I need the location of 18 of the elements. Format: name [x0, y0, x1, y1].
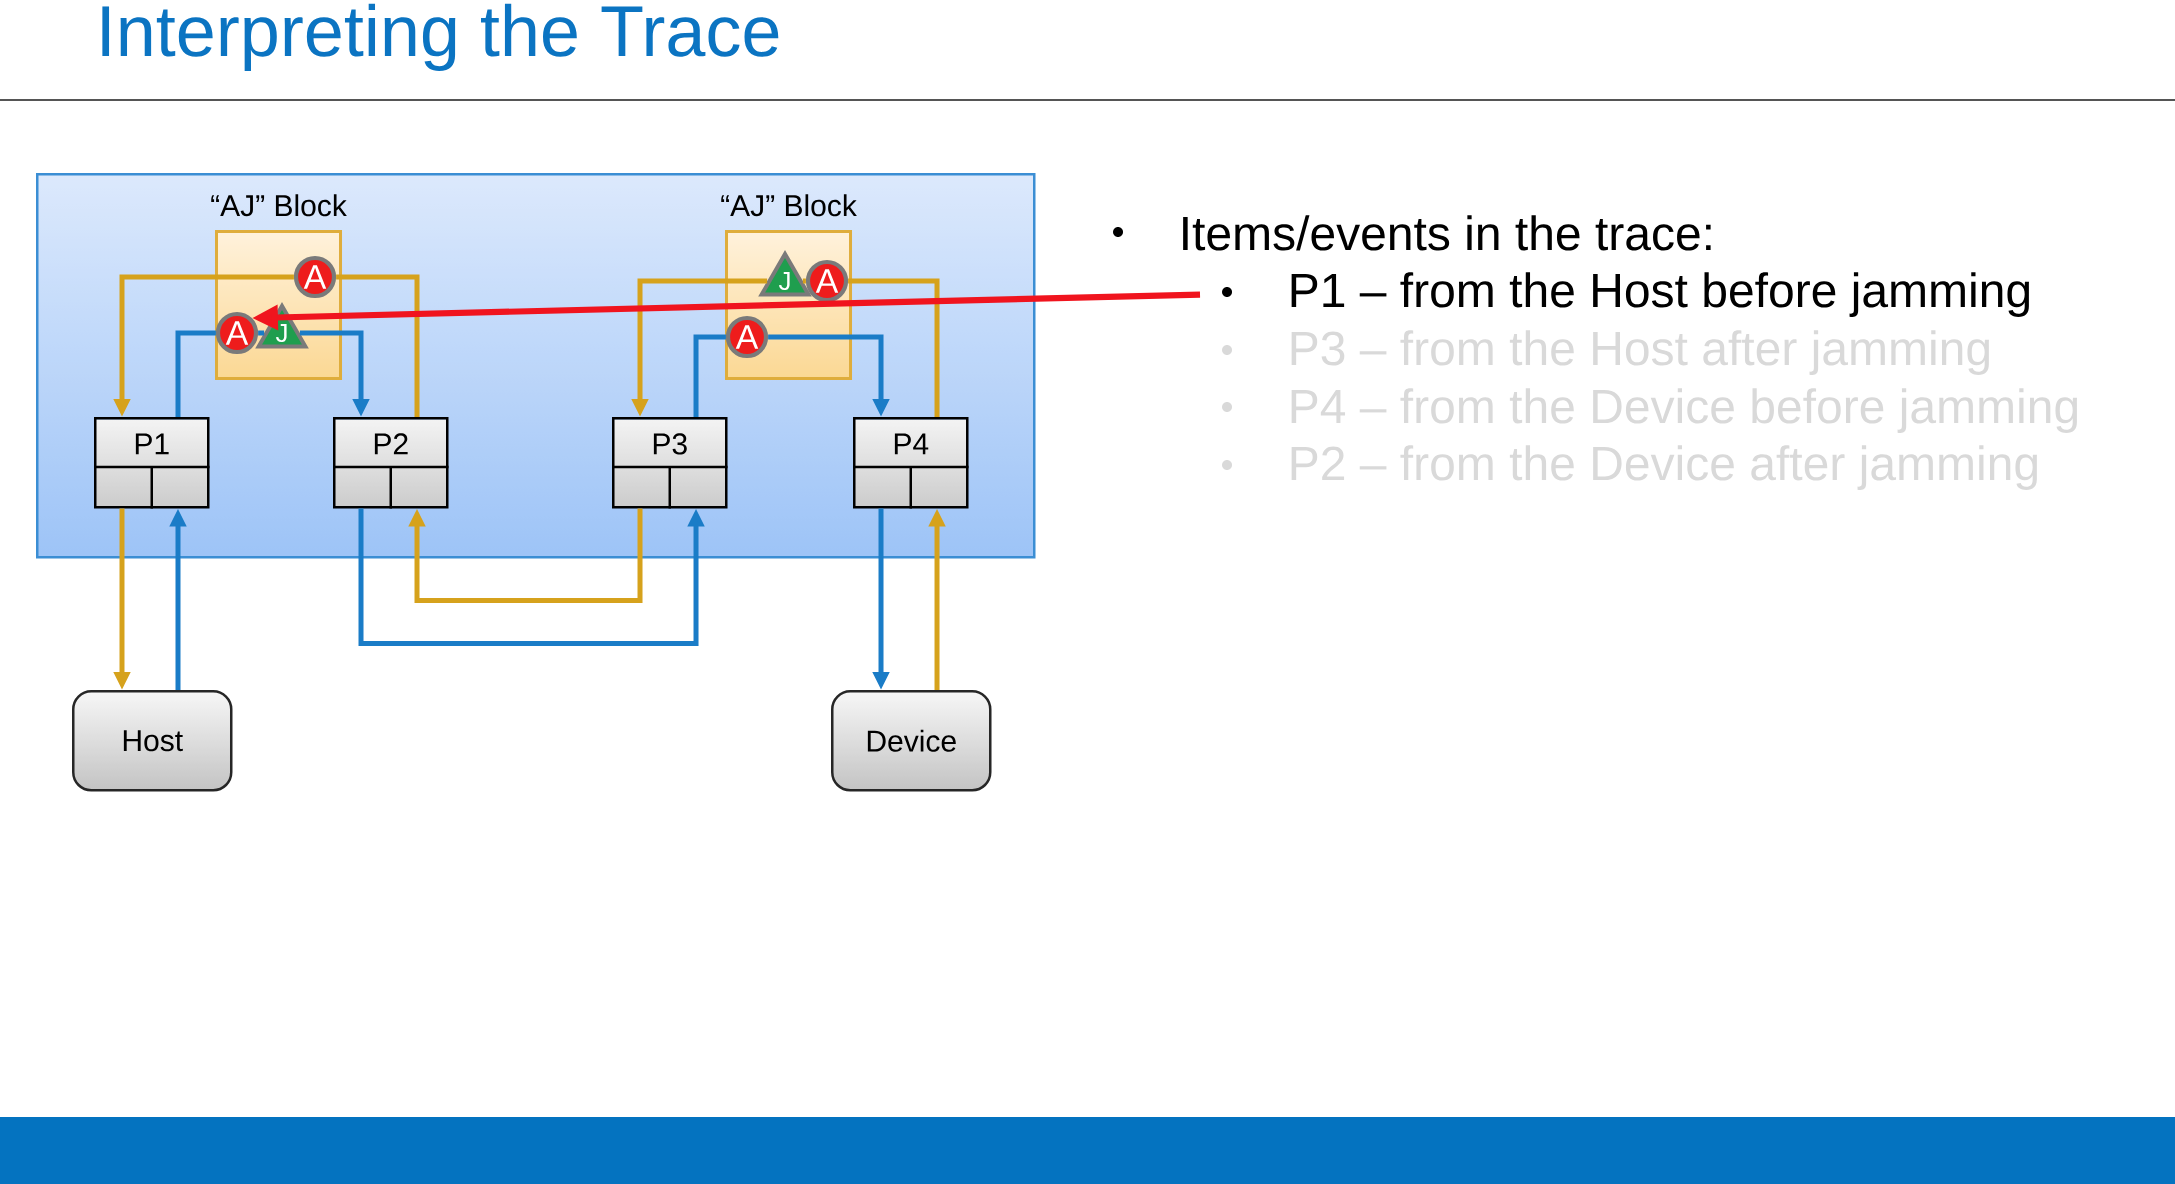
list-item: Items/events in the trace:: [1183, 215, 1711, 251]
connector-line: [336, 274, 420, 417]
port-box: P3: [612, 417, 728, 509]
port-box: P4: [853, 417, 969, 509]
port-box: P1: [94, 417, 210, 509]
connector-line: [802, 278, 806, 284]
title: Interpreting the Trace: [102, 3, 779, 71]
arrow: [408, 508, 643, 603]
connector-line: [693, 334, 726, 417]
block-title: “AJ” Block: [721, 194, 857, 217]
list-item: P1 – from the Host before jamming: [1291, 272, 2029, 317]
connector-line: [175, 330, 216, 417]
endpoint-box: Host: [72, 690, 233, 792]
block-title: “AJ” Block: [211, 194, 347, 217]
connector-line: [848, 278, 940, 417]
endpoint-box: Device: [831, 690, 992, 792]
connector-line: [258, 330, 265, 336]
port-box: P2: [333, 417, 449, 509]
